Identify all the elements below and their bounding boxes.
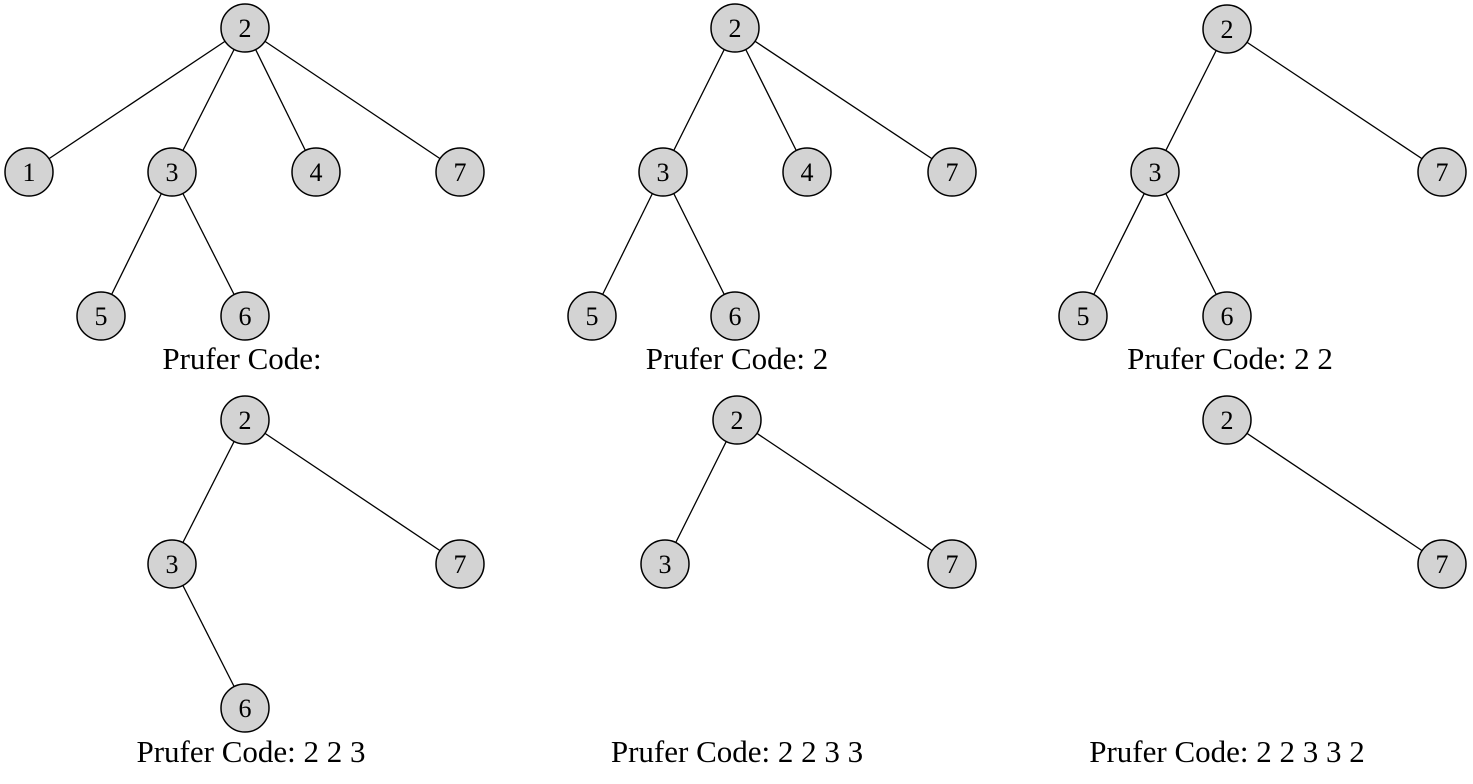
tree-node-label: 7 [946,158,959,187]
prufer-code-caption: Prufer Code: 2 2 3 [136,734,365,769]
prufer-code-caption: Prufer Code: 2 2 3 3 2 [1089,734,1365,769]
tree-edge-2-7 [1226,28,1443,173]
tree-node-6 [220,291,270,341]
tree-edge-3-5 [100,171,173,317]
tree-node-label: 7 [1436,550,1449,579]
tree-node-1 [4,147,54,197]
tree-node-label: 3 [1149,158,1162,187]
tree-node-5 [1058,291,1108,341]
tree-node-label: 5 [95,302,108,331]
tree-node-label: 6 [239,302,252,331]
tree-node-label: 7 [946,550,959,579]
tree-node-label: 4 [801,158,814,187]
tree-edge-3-5 [591,171,664,317]
tree-node-7 [435,539,485,589]
tree-node-label: 4 [310,158,323,187]
tree-node-2 [1202,395,1252,445]
tree-node-label: 2 [239,14,252,43]
tree-edge-2-3 [1154,28,1228,173]
tree-node-3 [147,539,197,589]
prufer-code-caption: Prufer Code: 2 2 [1127,341,1333,376]
tree-node-3 [1130,147,1180,197]
tree-node-2 [220,3,270,53]
tree-node-5 [567,291,617,341]
tree-node-label: 6 [1221,302,1234,331]
tree-edge-3-6 [171,563,246,709]
tree-edge-2-4 [734,27,808,173]
tree-node-6 [1202,291,1252,341]
tree-node-4 [291,147,341,197]
tree-node-6 [710,291,760,341]
tree-edge-3-6 [662,171,736,317]
tree-edge-2-7 [1226,419,1443,565]
tree-node-2 [220,395,270,445]
tree-node-3 [147,147,197,197]
tree-node-label: 7 [1436,158,1449,187]
tree-node-7 [435,147,485,197]
tree-node-2 [710,3,760,53]
tree-node-label: 2 [239,406,252,435]
tree-node-label: 2 [1221,406,1234,435]
tree-node-5 [76,291,126,341]
tree-node-label: 6 [729,302,742,331]
tree-node-7 [1417,539,1467,589]
tree-edge-2-7 [244,419,461,565]
tree-node-label: 2 [731,406,744,435]
tree-node-3 [638,147,688,197]
tree-edge-2-3 [662,27,736,173]
tree-node-7 [927,147,977,197]
tree-node-label: 3 [657,158,670,187]
tree-node-label: 3 [166,158,179,187]
tree-edge-2-3 [171,419,246,565]
tree-node-7 [1417,147,1467,197]
prufer-code-caption: Prufer Code: 2 2 3 3 [611,734,863,769]
tree-node-label: 2 [729,14,742,43]
tree-edge-2-7 [734,27,953,173]
tree-node-7 [927,539,977,589]
tree-node-3 [640,539,690,589]
tree-edge-2-3 [171,27,246,173]
tree-node-label: 5 [586,302,599,331]
tree-edge-2-7 [736,419,953,565]
tree-node-2 [712,395,762,445]
tree-edge-2-4 [244,27,317,173]
prufer-code-caption: Prufer Code: 2 [646,341,829,376]
tree-edge-2-7 [244,27,461,173]
tree-node-6 [220,683,270,733]
tree-node-label: 3 [166,550,179,579]
tree-edge-3-5 [1082,171,1156,317]
tree-edge-3-6 [171,171,246,317]
tree-node-2 [1202,4,1252,54]
tree-node-label: 5 [1077,302,1090,331]
prufer-code-caption: Prufer Code: [162,341,321,376]
tree-node-4 [782,147,832,197]
tree-edge-2-1 [28,27,246,173]
tree-node-label: 7 [454,550,467,579]
tree-node-label: 6 [239,694,252,723]
tree-node-label: 1 [23,158,36,187]
tree-node-label: 2 [1221,15,1234,44]
tree-node-label: 7 [454,158,467,187]
tree-edge-3-6 [1154,171,1228,317]
tree-node-label: 3 [659,550,672,579]
tree-edge-2-3 [664,419,738,565]
